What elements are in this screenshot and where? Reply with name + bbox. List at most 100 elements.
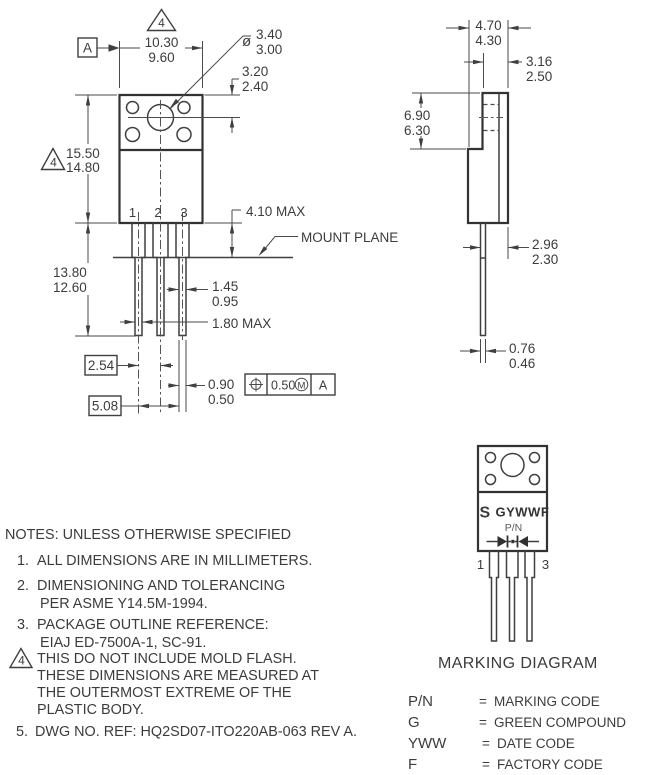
note-line: ALL DIMENSIONS ARE IN MILLIMETERS. <box>37 553 312 569</box>
datum-a-box <box>77 37 98 58</box>
flag-left-label: 4 <box>50 156 57 170</box>
dim-lead-width-min: 0.95 <box>212 294 238 309</box>
marking-leads-outline <box>488 551 536 642</box>
note-line: PACKAGE OUTLINE REFERENCE: <box>37 617 269 633</box>
marking-package-outline <box>476 444 549 553</box>
marking-corner-hole <box>484 451 497 464</box>
flag-triangle-icon <box>146 8 177 32</box>
marking-diagram-title: MARKING DIAGRAM <box>438 655 598 672</box>
dim-hole-offset-max: 3.20 <box>242 64 268 79</box>
datum-a-label: A <box>83 41 92 56</box>
legend-key: F <box>408 756 417 773</box>
note-number: 1. <box>17 553 29 569</box>
dim-hole-dia-max: 3.40 <box>256 27 282 42</box>
dim-lead-length-min: 12.60 <box>53 280 87 295</box>
dim-overall-thk-max: 4.70 <box>475 18 501 33</box>
note-line: THESE DIMENSIONS ARE MEASURED AT <box>37 668 319 684</box>
legend-key: G <box>408 714 420 731</box>
legend-value: GREEN COMPOUND <box>494 715 626 730</box>
note-line: PER ASME Y14.5M-1994. <box>40 596 208 612</box>
dim-lead-thk-max: 0.76 <box>509 341 535 356</box>
fcf-datum: A <box>319 379 328 393</box>
dim-lead-width-max: 1.45 <box>212 279 238 294</box>
legend-eq: = <box>482 757 490 772</box>
note-line: THIS DO NOT INCLUDE MOLD FLASH. <box>37 651 297 667</box>
corner-hole <box>176 126 192 143</box>
marking-mounting-hole <box>500 452 525 478</box>
dim-pitch: 2.54 <box>88 358 115 373</box>
legend-key: P/N <box>408 693 433 710</box>
flag-top-label: 4 <box>158 16 165 30</box>
corner-hole <box>177 100 191 115</box>
dual-diode-symbol-icon <box>486 535 539 548</box>
marking-corner-hole <box>528 451 541 464</box>
position-tolerance-icon <box>249 377 263 392</box>
pin-label-1: 1 <box>129 205 136 220</box>
front-body-outline <box>118 93 204 225</box>
flag-triangle-icon <box>40 147 66 171</box>
dim-body-width-min: 9.60 <box>148 50 174 65</box>
dim-lead-length-max: 13.80 <box>53 265 87 280</box>
legend-eq: = <box>482 736 490 751</box>
dim-body-thk-max: 3.16 <box>526 54 552 69</box>
notes-title: NOTES: UNLESS OTHERWISE SPECIFIED <box>5 527 291 543</box>
corner-hole <box>124 126 141 143</box>
pin-label-3: 3 <box>180 205 187 220</box>
dim-overall-thk-min: 4.30 <box>475 33 501 48</box>
dim-step-height-max: 6.90 <box>404 108 430 123</box>
feature-control-frame: 0.50 M A <box>244 373 336 396</box>
note-line: DWG NO. REF: HQ2SD07-ITO220AB-063 REV A. <box>35 724 357 740</box>
note-line: THE OUTERMOST EXTREME OF THE <box>37 685 292 701</box>
dim-lead-tip-min: 0.50 <box>208 392 234 407</box>
dim-hole-offset-min: 2.40 <box>242 79 268 94</box>
marking-pn-line: P/N <box>505 522 523 534</box>
pin-label-2: 2 <box>154 205 161 220</box>
dim-span: 5.08 <box>92 399 118 414</box>
dim-hole-dia-min: 3.00 <box>256 42 282 57</box>
fcf-modifier: M <box>298 381 306 392</box>
dim-standoff: 4.10 MAX <box>246 204 305 219</box>
note-number: 2. <box>17 578 29 594</box>
legend-key: YWW <box>408 735 447 752</box>
marking-legend: P/N = MARKING CODE G = GREEN COMPOUND YW… <box>408 693 626 773</box>
basic-dim-box <box>84 354 118 376</box>
note-line: PLASTIC BODY. <box>37 702 144 718</box>
vendor-logo-icon: S <box>480 505 491 522</box>
dim-lead-tip-max: 0.90 <box>208 377 234 392</box>
dim-shoulder-width: 1.80 MAX <box>212 316 271 331</box>
dim-lead-offset-min: 2.30 <box>532 252 558 267</box>
marking-corner-hole <box>528 473 541 486</box>
legend-value: DATE CODE <box>497 736 575 751</box>
side-lead-outline <box>479 223 487 337</box>
marking-diagram: S GYWWF P/N 1 3 MARKING DIAGRAM P/N = MA… <box>408 444 626 773</box>
corner-hole <box>125 100 140 115</box>
hidden-hole-lines <box>483 103 499 132</box>
note-number: 5. <box>16 724 28 740</box>
marking-pin-3-label: 3 <box>542 557 549 572</box>
legend-value: MARKING CODE <box>494 694 600 709</box>
note-line: EIAJ ED-7500A-1, SC-91. <box>40 635 206 651</box>
mount-plane-label: MOUNT PLANE <box>301 230 398 245</box>
marking-code-line: GYWWF <box>496 505 550 520</box>
legend-eq: = <box>479 694 487 709</box>
notes-block: NOTES: UNLESS OTHERWISE SPECIFIED 1. ALL… <box>5 527 357 740</box>
flag-triangle-icon <box>8 647 34 669</box>
side-view: 4.70 4.30 3.16 2.50 6.90 6.30 2.96 2.30 … <box>404 18 558 371</box>
mmc-modifier-icon <box>294 377 309 392</box>
legend-eq: = <box>479 715 487 730</box>
basic-dim-box <box>88 395 122 417</box>
dim-lead-thk-min: 0.46 <box>509 356 535 371</box>
note-line: DIMENSIONING AND TOLERANCING <box>37 578 285 594</box>
dim-body-width-max: 10.30 <box>145 35 179 50</box>
note-number: 3. <box>17 617 29 633</box>
dim-body-thk-min: 2.50 <box>526 69 552 84</box>
legend-value: FACTORY CODE <box>497 757 603 772</box>
diameter-symbol: ø <box>242 33 251 50</box>
marking-corner-hole <box>484 473 497 486</box>
note-flag-number: 4 <box>18 654 25 668</box>
dim-step-height-min: 6.30 <box>404 123 430 138</box>
dim-body-height-max: 15.50 <box>66 146 100 161</box>
fcf-tolerance: 0.50 <box>271 379 295 393</box>
